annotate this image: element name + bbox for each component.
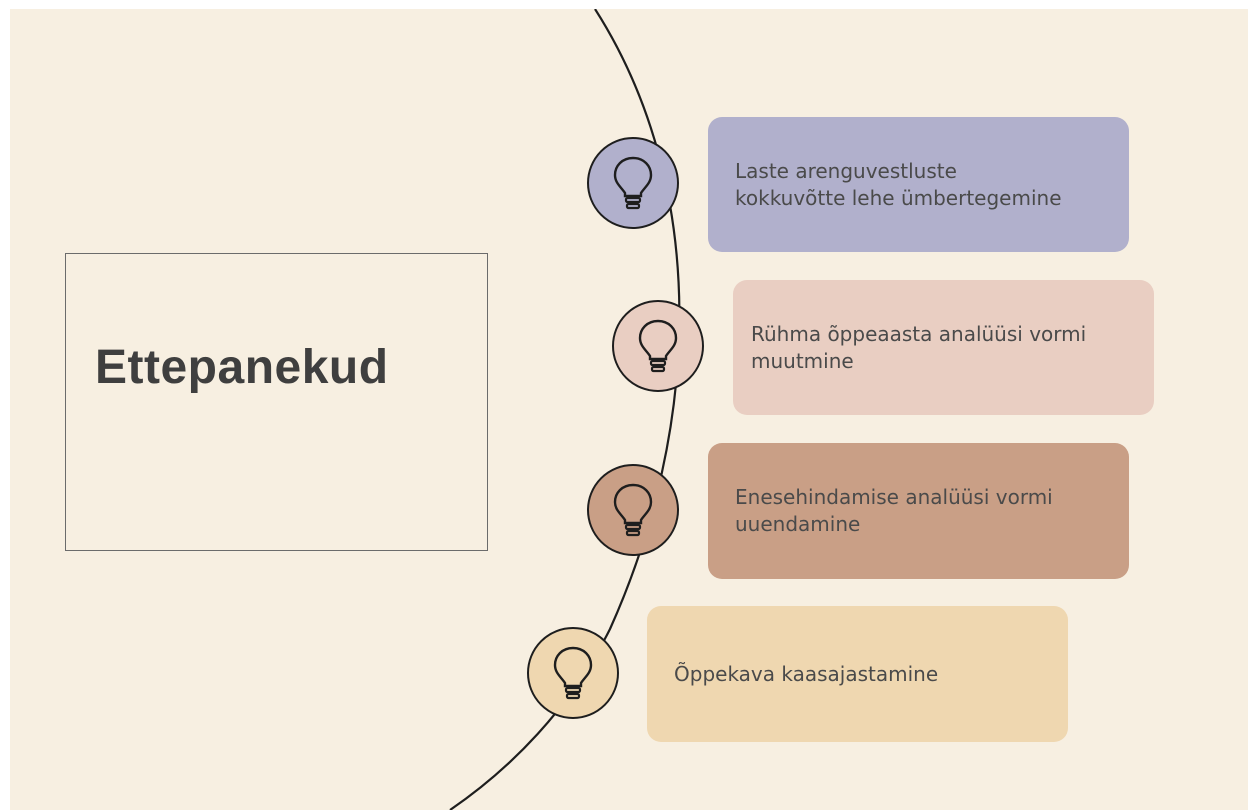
title-box: Ettepanekud bbox=[65, 253, 488, 551]
lightbulb-icon bbox=[613, 483, 653, 537]
bulb-circle-2 bbox=[612, 300, 704, 392]
proposal-text-4: Õppekava kaasajastamine bbox=[674, 661, 939, 686]
bulb-circle-4 bbox=[527, 627, 619, 719]
proposal-card-4: Õppekava kaasajastamine bbox=[647, 606, 1068, 742]
page-title: Ettepanekud bbox=[95, 341, 389, 394]
bulb-circle-1 bbox=[587, 137, 679, 229]
lightbulb-icon bbox=[553, 646, 593, 700]
proposal-card-1: Laste arenguvestluste kokkuvõtte lehe üm… bbox=[708, 117, 1129, 252]
bulb-circle-3 bbox=[587, 464, 679, 556]
proposal-text-3: Enesehindamise analüüsi vormi uuendamine bbox=[735, 485, 1053, 536]
slide: Ettepanekud Laste arenguvestluste kokkuv… bbox=[10, 9, 1248, 810]
lightbulb-icon bbox=[613, 156, 653, 210]
proposal-text-2: Rühma õppeaasta analüüsi vormi muutmine bbox=[751, 321, 1087, 373]
proposal-card-2: Rühma õppeaasta analüüsi vormi muutmine bbox=[733, 280, 1154, 415]
lightbulb-icon bbox=[638, 319, 678, 373]
proposal-text-1: Laste arenguvestluste kokkuvõtte lehe üm… bbox=[735, 158, 1062, 210]
proposal-card-3: Enesehindamise analüüsi vormi uuendamine bbox=[708, 443, 1129, 579]
